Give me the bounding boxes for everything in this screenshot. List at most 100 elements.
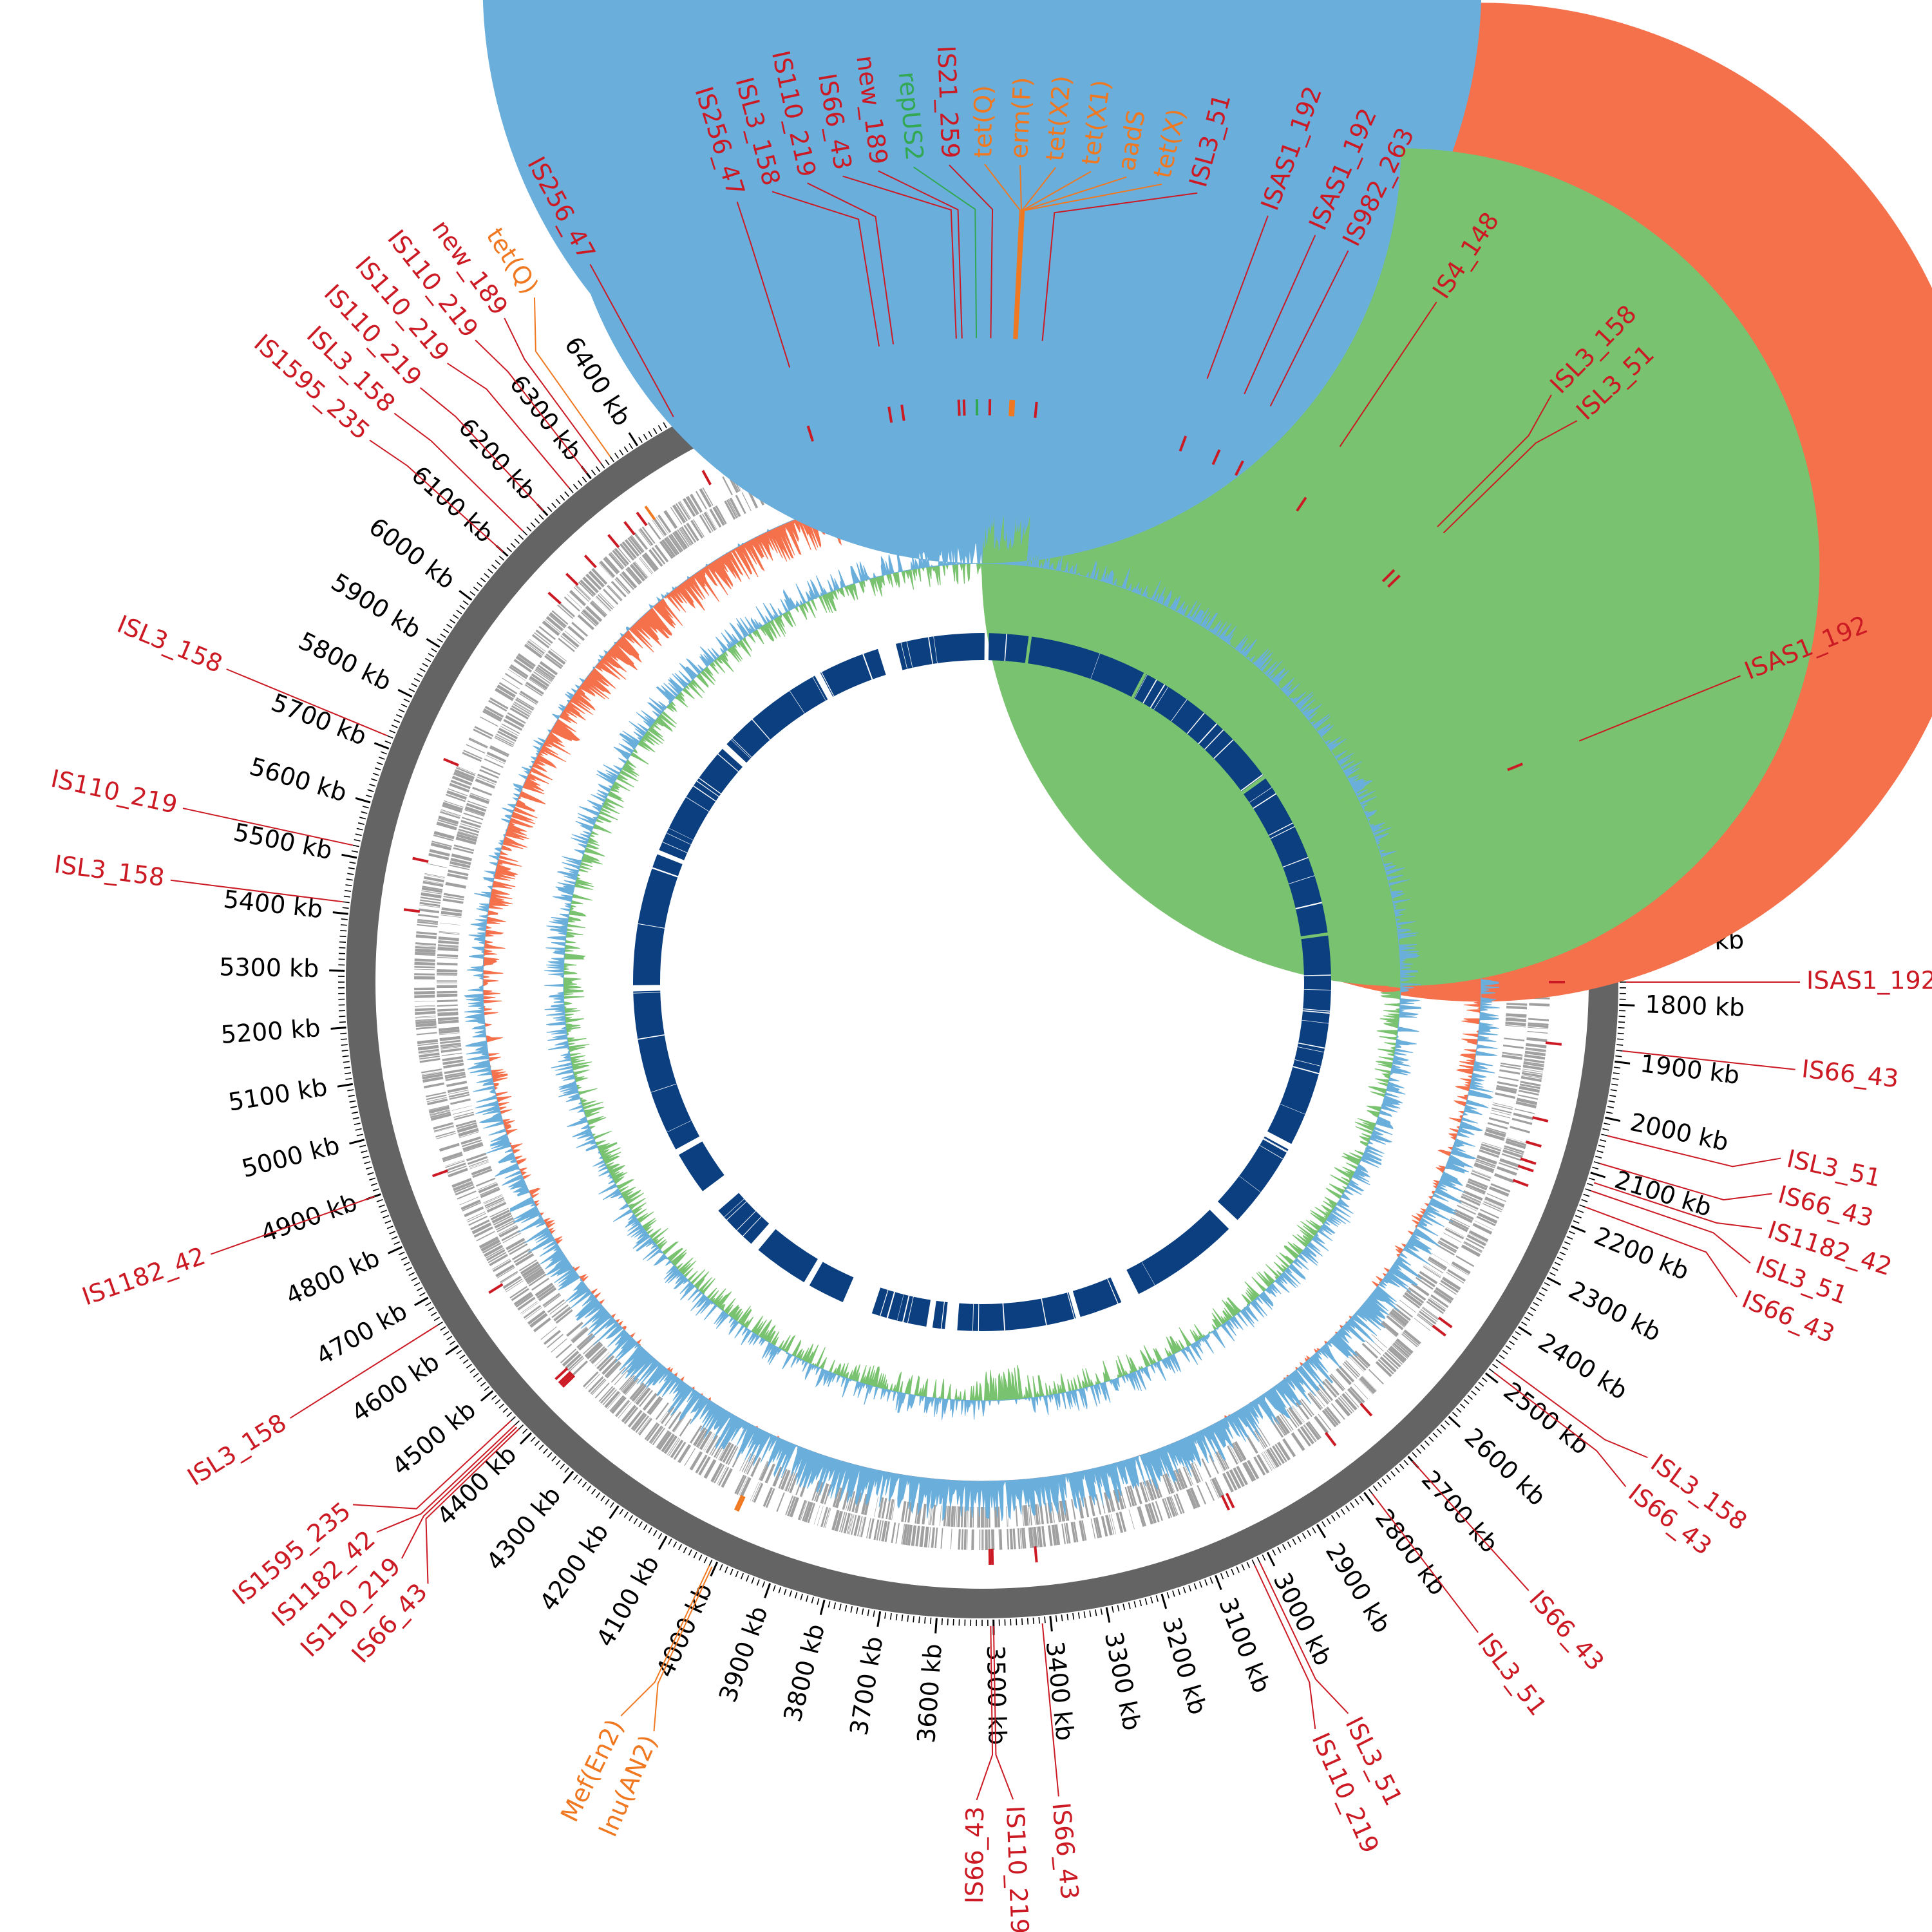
cds-reverse [1201,1458,1212,1478]
minor-tick [1246,1562,1251,1568]
major-tick [480,1390,494,1402]
cds-reverse [994,1506,998,1528]
cds-reverse [1408,1287,1426,1301]
cds-reverse [571,621,589,637]
feature-mark [623,521,636,536]
cds-reverse [664,1408,677,1426]
minor-tick [1321,1521,1326,1528]
cds-reverse [444,1073,466,1079]
cds-forward [915,1526,920,1547]
cds-forward [447,1165,467,1174]
cds-forward [1037,1526,1043,1548]
minor-tick [422,663,429,667]
cds-forward [1528,1024,1549,1028]
cds-reverse [547,1299,565,1313]
cds-reverse [467,1156,488,1165]
cds-forward [417,921,438,925]
cds-reverse [1462,1193,1482,1203]
minor-tick [359,817,366,820]
cds-reverse [709,1436,721,1455]
cds-forward [1521,1072,1543,1078]
cds-reverse [715,505,727,525]
cds-reverse [507,1240,527,1253]
cds-reverse [1486,1127,1507,1134]
cds-forward [497,684,516,698]
cds-reverse [448,1092,469,1098]
tick-label: 3000 kb [1268,1568,1338,1670]
cds-reverse [520,690,539,704]
minor-tick [623,446,629,453]
cds-reverse [1473,1165,1493,1173]
minor-tick [450,619,456,624]
major-tick [876,1611,882,1627]
cds-forward [509,1285,528,1299]
minor-tick [1077,1612,1080,1619]
cds-forward [482,1242,502,1254]
cds-forward [624,539,640,557]
minor-tick [498,1403,505,1409]
cds-reverse [523,1266,542,1280]
minor-tick [1209,1577,1213,1584]
cds-reverse [1291,1406,1304,1423]
cds-reverse [690,520,703,539]
cds-forward [580,579,596,596]
cds-forward [1417,1312,1435,1327]
cds-forward [422,886,443,891]
cds-forward [1439,1282,1457,1295]
minor-tick [1061,1615,1063,1622]
cds-forward [776,1492,785,1512]
cds-reverse [536,666,554,680]
cds-reverse [1419,1271,1438,1285]
cds-forward [495,688,514,701]
cds-forward [1518,1090,1539,1096]
cds-reverse [784,1471,792,1491]
cds-reverse [498,727,518,740]
cds-reverse [497,730,516,742]
minor-tick [514,1420,520,1426]
tick-label: 2800 kb [1370,1504,1452,1600]
cds-forward [1009,1528,1014,1549]
major-tick [1049,1616,1053,1632]
cds-forward [1359,1378,1375,1394]
major-tick [445,1345,459,1356]
cds-forward [652,1427,665,1446]
cds-forward [414,1006,435,1008]
cds-forward [1490,1183,1511,1193]
cds-reverse [440,1042,461,1048]
cds-forward [843,1513,851,1534]
cds-reverse [478,1182,498,1193]
minor-tick [1066,1614,1069,1621]
minor-tick [510,542,516,548]
minor-tick [1505,1345,1511,1350]
minor-tick [794,1592,798,1599]
cds-reverse [972,1506,974,1528]
cds-forward [1427,1298,1446,1312]
cds-forward [426,1094,447,1101]
minor-tick [573,1474,578,1481]
cds-forward [1468,1230,1489,1242]
cds-reverse [1399,1300,1417,1313]
cds-forward [466,744,486,754]
major-tick [397,688,413,698]
cds-reverse [1371,1334,1387,1349]
minor-tick [653,428,658,434]
cds-forward [1323,1408,1339,1426]
cds-reverse [735,495,746,515]
inner-ring-segment [957,1292,1076,1331]
cds-reverse [664,537,678,556]
minor-tick [530,522,536,528]
cds-reverse [1184,1466,1194,1486]
minor-tick [380,751,387,755]
cds-forward [600,1387,615,1404]
cds-reverse [518,1259,537,1272]
cds-reverse [619,573,634,591]
minor-tick [1032,1617,1035,1624]
cds-reverse [1318,1383,1333,1401]
cds-reverse [506,1237,526,1251]
cds-reverse [1428,1256,1448,1270]
cds-forward [437,819,458,827]
cds-forward [1108,1514,1115,1535]
cds-reverse [455,837,477,845]
cds-forward [415,1018,436,1021]
